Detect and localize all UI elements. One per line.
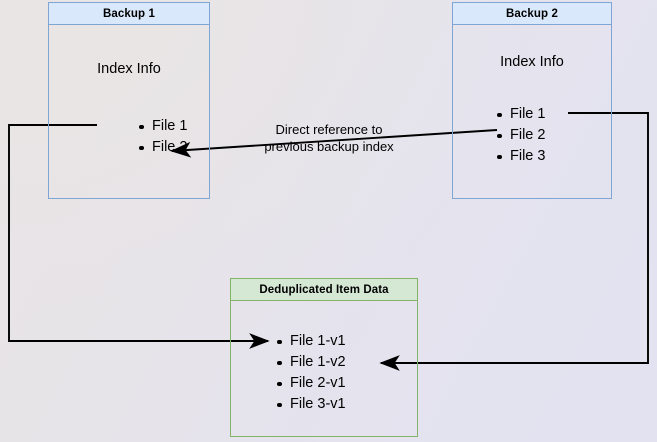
list-item: File 1 [495, 104, 545, 125]
list-item: File 1-v2 [275, 352, 346, 373]
list-item: File 2 [137, 137, 187, 158]
list-item: File 1-v1 [275, 331, 346, 352]
backup1-header-label: Backup 1 [103, 7, 155, 20]
backup1-subtitle: Index Info [97, 61, 161, 77]
connector-backup2-file2-to-backup1-file2 [170, 129, 498, 158]
dedup-header: Deduplicated Item Data [231, 279, 417, 301]
dedup-header-label: Deduplicated Item Data [259, 283, 389, 296]
direct-reference-annotation: Direct reference to previous backup inde… [249, 121, 409, 155]
connector-backup2-file1-to-dedup [379, 112, 649, 371]
list-item: File 2 [495, 125, 545, 146]
backup2-box[interactable]: Backup 2 Index Info File 1 File 2 File 3 [452, 2, 612, 199]
backup1-box[interactable]: Backup 1 Index Info File 1 File 2 [48, 2, 210, 199]
backup1-header: Backup 1 [49, 3, 209, 25]
annotation-line-1: Direct reference to [275, 122, 383, 137]
list-item: File 3-v1 [275, 394, 346, 415]
list-item: File 2-v1 [275, 373, 346, 394]
list-item: File 3 [495, 146, 545, 167]
backup2-subtitle: Index Info [500, 54, 564, 70]
list-item: File 1 [137, 116, 187, 137]
dedup-item-list: File 1-v1 File 1-v2 File 2-v1 File 3-v1 [275, 331, 346, 415]
backup2-header: Backup 2 [453, 3, 611, 25]
annotation-line-2: previous backup index [264, 139, 394, 154]
backup2-header-label: Backup 2 [506, 7, 558, 20]
dedup-box[interactable]: Deduplicated Item Data File 1-v1 File 1-… [230, 278, 418, 437]
backup2-item-list: File 1 File 2 File 3 [495, 104, 545, 167]
connector-backup1-file1-to-dedup [8, 124, 270, 349]
backup1-item-list: File 1 File 2 [137, 116, 187, 158]
